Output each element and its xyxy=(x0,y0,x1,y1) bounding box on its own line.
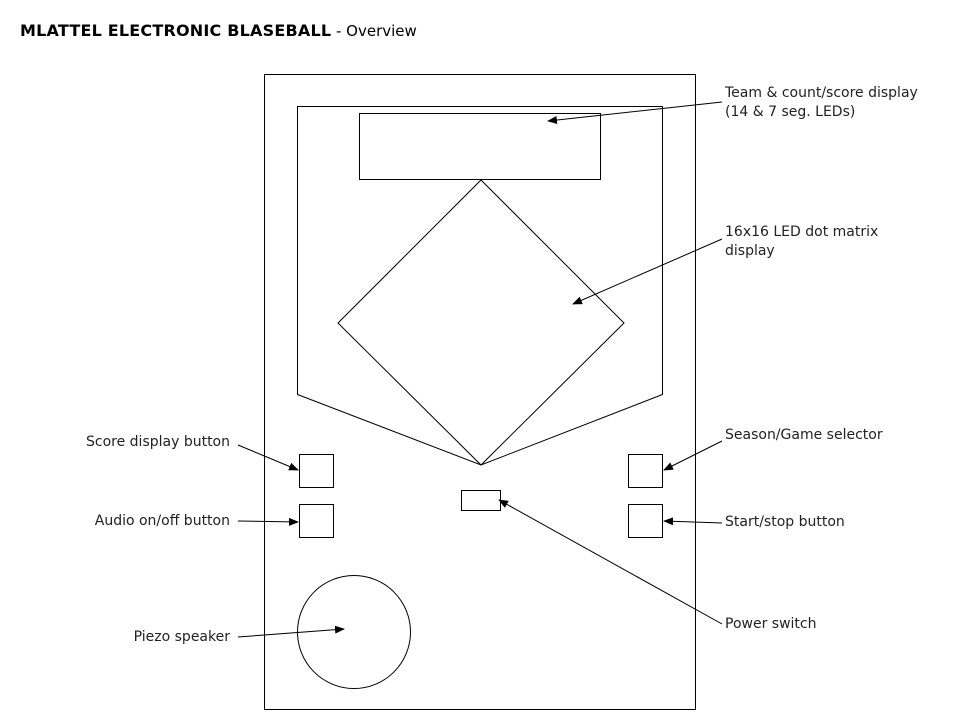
matrix-display-leader xyxy=(572,238,723,305)
label-team-display: Team & count/score display (14 & 7 seg. … xyxy=(725,84,918,122)
label-start-stop: Start/stop button xyxy=(725,513,845,532)
audio-on-off-button xyxy=(299,504,334,538)
label-matrix-display: 16x16 LED dot matrix display xyxy=(725,223,878,261)
label-audio-button-text: Audio on/off button xyxy=(94,513,230,529)
page-title-bold: MLATTEL ELECTRONIC BLASEBALL xyxy=(20,21,332,40)
display-panel-outline xyxy=(297,106,663,466)
label-piezo-speaker: Piezo speaker xyxy=(134,628,230,647)
start-stop-button xyxy=(628,504,663,538)
label-audio-button: Audio on/off button xyxy=(95,512,230,531)
page-title: MLATTEL ELECTRONIC BLASEBALL - Overview xyxy=(20,21,417,41)
label-team-display-line2: (14 & 7 seg. LEDs) xyxy=(725,104,856,120)
score-button-leader xyxy=(237,444,299,471)
season-selector-leader xyxy=(663,440,723,471)
team-display-leader xyxy=(547,101,723,124)
device-body xyxy=(264,74,696,710)
page-title-subtitle: - Overview xyxy=(331,22,417,40)
label-start-stop-text: Start/stop button xyxy=(725,514,845,530)
power-switch-leader xyxy=(498,499,723,625)
label-score-button: Score display button xyxy=(86,433,230,452)
season-game-selector-button xyxy=(628,454,663,488)
audio-button-leader xyxy=(237,517,299,526)
piezo-speaker xyxy=(297,575,411,689)
label-power-switch-text: Power switch xyxy=(725,616,817,632)
label-score-button-text: Score display button xyxy=(86,434,230,450)
led-dot-matrix-display xyxy=(337,179,625,466)
power-switch xyxy=(461,490,501,511)
label-power-switch: Power switch xyxy=(725,615,816,634)
piezo-speaker-leader xyxy=(237,625,345,638)
label-season-selector: Season/Game selector xyxy=(725,426,883,445)
score-display-button xyxy=(299,454,334,488)
label-piezo-speaker-text: Piezo speaker xyxy=(133,629,230,645)
start-stop-leader xyxy=(663,517,723,526)
label-matrix-display-line1: 16x16 LED dot matrix xyxy=(725,224,879,240)
label-team-display-line1: Team & count/score display xyxy=(725,85,918,101)
team-score-display xyxy=(359,113,601,180)
label-matrix-display-line2: display xyxy=(725,243,775,259)
label-season-selector-text: Season/Game selector xyxy=(725,427,883,443)
